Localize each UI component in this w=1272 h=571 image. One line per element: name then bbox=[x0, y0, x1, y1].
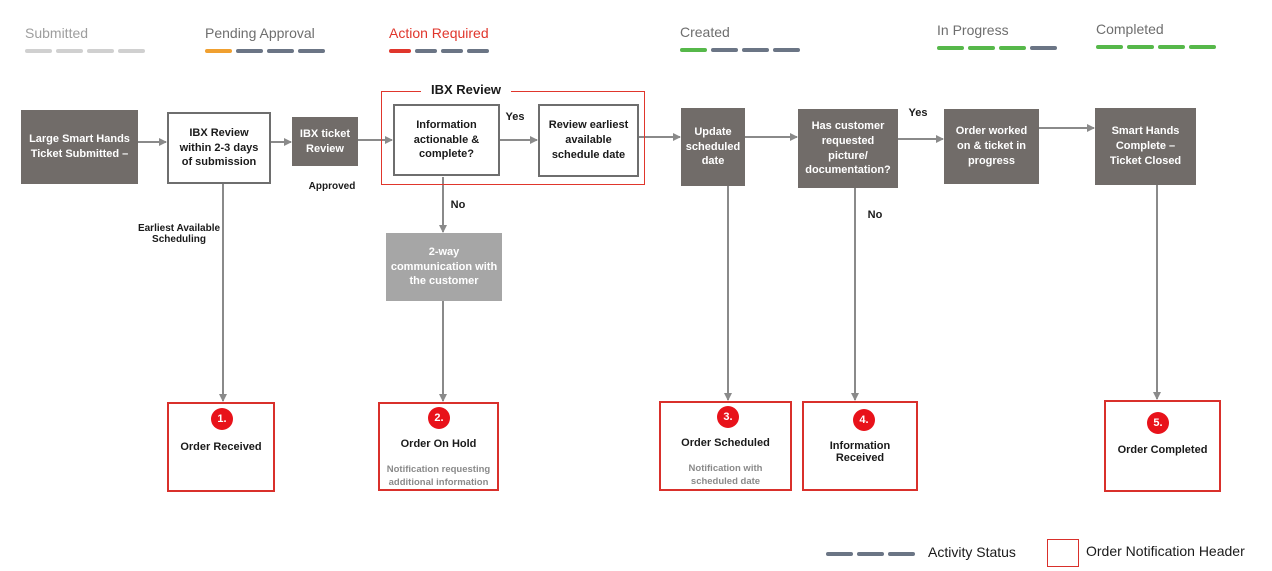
legend-notification-box bbox=[1047, 539, 1079, 567]
status-progress-bar bbox=[937, 46, 1057, 50]
ibx-review-group bbox=[381, 91, 645, 185]
step-update-schedule: Update scheduled date bbox=[681, 108, 745, 186]
status-progress-bar bbox=[680, 48, 800, 52]
notification-number-badge: 2. bbox=[428, 407, 450, 429]
notification-title: Information Received bbox=[829, 440, 891, 464]
status-segment bbox=[773, 48, 800, 52]
step-order-worked: Order worked on & ticket in progress bbox=[944, 109, 1039, 184]
label-yes-info: Yes bbox=[505, 111, 525, 123]
status-segment bbox=[680, 48, 707, 52]
status-label: Completed bbox=[1096, 21, 1164, 37]
status-segment bbox=[1096, 45, 1123, 49]
notification-number-badge: 5. bbox=[1147, 412, 1169, 434]
status-segment bbox=[56, 49, 83, 53]
notification-order-received: 1. Order Received bbox=[167, 402, 275, 492]
status-segment bbox=[937, 46, 964, 50]
status-segment bbox=[389, 49, 411, 53]
status-segment bbox=[267, 49, 294, 53]
step-review-schedule: Review earliest available schedule date bbox=[538, 104, 639, 177]
notification-number-badge: 1. bbox=[211, 408, 233, 430]
notification-subtitle: Notification requesting additional infor… bbox=[386, 464, 491, 488]
status-progress-bar bbox=[389, 49, 489, 53]
legend-bar-segment bbox=[888, 552, 915, 556]
status-pending-approval: Pending Approval bbox=[205, 25, 325, 53]
status-segment bbox=[25, 49, 52, 53]
status-completed: Completed bbox=[1096, 21, 1216, 49]
status-submitted: Submitted bbox=[25, 25, 145, 53]
status-segment bbox=[968, 46, 995, 50]
status-segment bbox=[1189, 45, 1216, 49]
step-ibx-review-window: IBX Review within 2-3 days of submission bbox=[167, 112, 271, 184]
notification-number-badge: 3. bbox=[717, 406, 739, 428]
status-label: Action Required bbox=[389, 25, 489, 41]
step-ticket-submitted: Large Smart Hands Ticket Submitted – bbox=[21, 110, 138, 184]
legend-activity-status-bar bbox=[826, 552, 915, 556]
status-segment bbox=[742, 48, 769, 52]
legend-notification-header-label: Order Notification Header bbox=[1086, 543, 1245, 559]
notification-order-completed: 5. Order Completed bbox=[1104, 400, 1221, 492]
notification-information-received: 4. Information Received bbox=[802, 401, 918, 491]
notification-order-on-hold: 2. Order On Hold Notification requesting… bbox=[378, 402, 499, 491]
status-segment bbox=[467, 49, 489, 53]
legend-activity-status-label: Activity Status bbox=[928, 544, 1016, 560]
step-picture-check: Has customer requested picture/ document… bbox=[798, 109, 898, 188]
status-label: Created bbox=[680, 24, 730, 40]
status-segment bbox=[415, 49, 437, 53]
notification-title: Order Received bbox=[180, 441, 262, 453]
status-segment bbox=[999, 46, 1026, 50]
step-ibx-ticket-review: IBX ticket Review bbox=[292, 117, 358, 166]
status-segment bbox=[87, 49, 114, 53]
step-information-check: Information actionable & complete? bbox=[393, 104, 500, 176]
status-in-progress: In Progress bbox=[937, 22, 1057, 50]
status-created: Created bbox=[680, 24, 800, 52]
status-progress-bar bbox=[205, 49, 325, 53]
label-no-info: No bbox=[450, 199, 466, 211]
status-action-required: Action Required bbox=[389, 25, 489, 53]
status-segment bbox=[1158, 45, 1185, 49]
status-segment bbox=[118, 49, 145, 53]
notification-title: Order On Hold bbox=[400, 438, 477, 450]
legend-bar-segment bbox=[826, 552, 853, 556]
status-label: Pending Approval bbox=[205, 25, 315, 41]
label-no-picture: No bbox=[867, 209, 883, 221]
notification-title: Order Completed bbox=[1117, 444, 1208, 456]
status-segment bbox=[1127, 45, 1154, 49]
notification-subtitle: Notification with scheduled date bbox=[688, 463, 763, 487]
label-approved: Approved bbox=[308, 181, 356, 192]
status-label: Submitted bbox=[25, 25, 89, 41]
label-earliest-scheduling: Earliest Available Scheduling bbox=[137, 223, 221, 245]
notification-number-badge: 4. bbox=[853, 409, 875, 431]
status-segment bbox=[205, 49, 232, 53]
status-segment bbox=[298, 49, 325, 53]
status-progress-bar bbox=[1096, 45, 1216, 49]
status-progress-bar bbox=[25, 49, 145, 53]
notification-title: Order Scheduled bbox=[681, 437, 770, 449]
status-segment bbox=[711, 48, 738, 52]
notification-order-scheduled: 3. Order Scheduled Notification with sch… bbox=[659, 401, 792, 491]
step-smart-hands-complete: Smart Hands Complete – Ticket Closed bbox=[1095, 108, 1196, 185]
status-segment bbox=[1030, 46, 1057, 50]
label-yes-picture: Yes bbox=[908, 107, 928, 119]
status-label: In Progress bbox=[937, 22, 1009, 38]
ibx-review-group-title: IBX Review bbox=[421, 80, 511, 100]
step-customer-communication: 2-way communication with the customer bbox=[386, 233, 502, 301]
status-segment bbox=[236, 49, 263, 53]
status-segment bbox=[441, 49, 463, 53]
legend-bar-segment bbox=[857, 552, 884, 556]
